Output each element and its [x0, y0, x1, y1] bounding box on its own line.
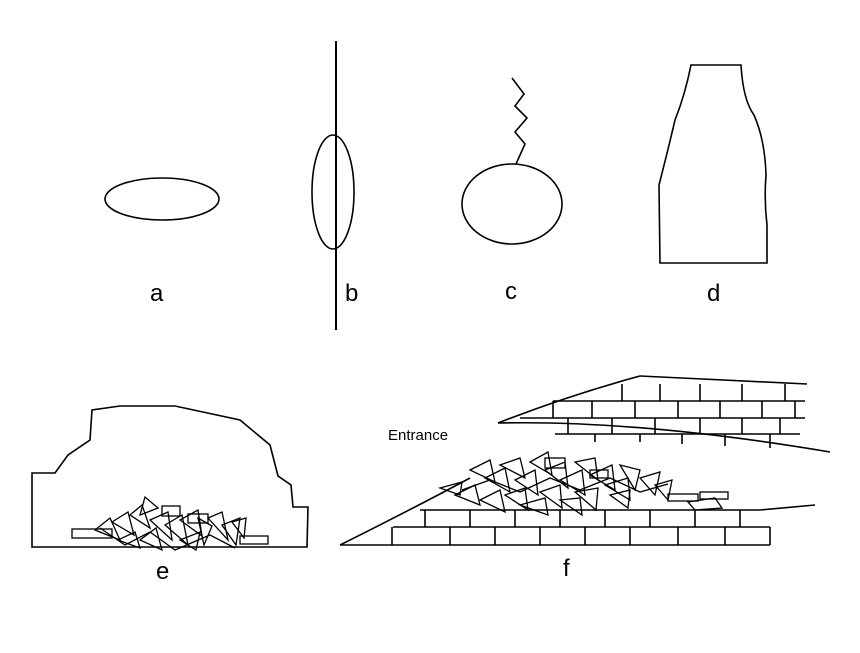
- shape-d-bottle: [658, 64, 768, 264]
- entrance-annotation: Entrance: [388, 427, 449, 444]
- shape-c-ellipse: [461, 163, 563, 245]
- label-c: c: [505, 278, 517, 305]
- shape-b-ellipse: [311, 134, 355, 250]
- shape-e-rubble: [71, 495, 269, 552]
- shape-f-upper-layer: [497, 375, 831, 453]
- label-d: d: [707, 280, 721, 307]
- label-b: b: [345, 280, 359, 307]
- shape-f-rubble: [437, 450, 729, 517]
- shape-c-zigzag: [511, 77, 529, 165]
- shape-e-cave: [31, 405, 309, 548]
- shape-a-ellipse: [104, 177, 220, 221]
- label-a: a: [150, 280, 164, 307]
- label-f: f: [563, 555, 570, 582]
- label-e: e: [156, 558, 170, 585]
